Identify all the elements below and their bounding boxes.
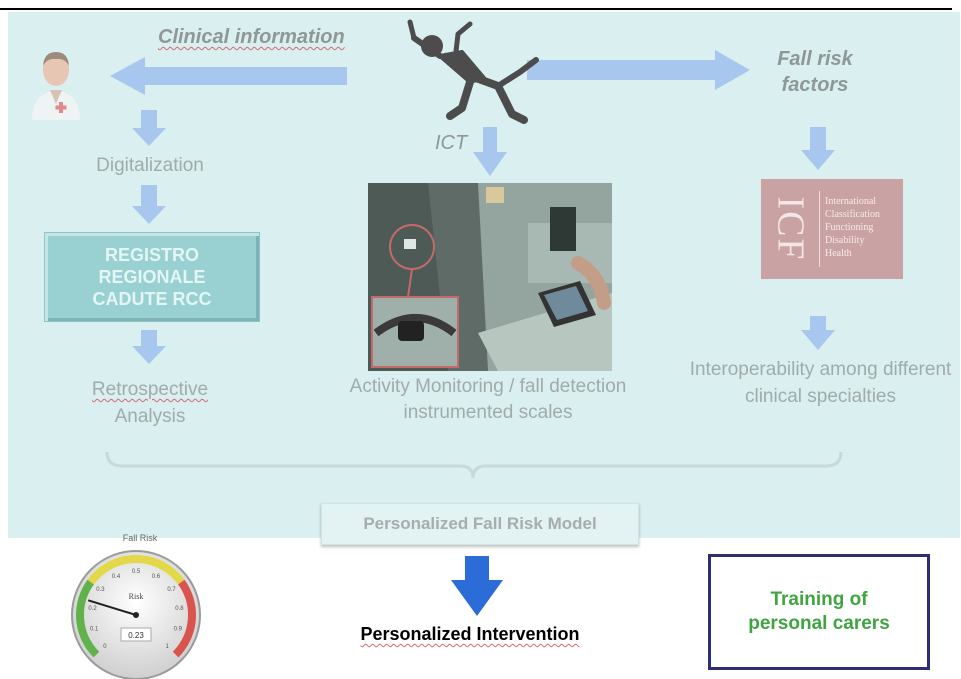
interoperability-label: Interoperability among different clinica… <box>680 356 961 410</box>
gauge-band <box>76 579 100 658</box>
fall-risk-factors-label: Fall risk factors <box>777 48 853 96</box>
arrow-down-intervention <box>451 556 503 616</box>
gauge-tick-label: 0.8 <box>175 606 184 612</box>
doctor-icon <box>32 52 80 120</box>
icf-logo: ICF International Classification Functio… <box>761 179 903 279</box>
gauge-needle <box>87 599 137 616</box>
retrospective-text: Retrospective <box>91 379 209 400</box>
gauge-value: 0.23 <box>128 631 144 640</box>
retrospective-analysis-label: Retrospective Analysis <box>60 376 240 430</box>
gauge-tick-label: 0.9 <box>174 627 183 633</box>
registro-box: REGISTRO REGIONALE CADUTE RCC <box>44 232 260 322</box>
falling-person-icon <box>407 19 539 124</box>
arrow-right-risk <box>527 50 750 90</box>
arrow-down-interop <box>801 316 835 350</box>
gauge-band <box>172 579 196 658</box>
gauge-tick-label: 0.3 <box>96 587 105 593</box>
arrow-down-ict <box>473 127 507 176</box>
top-rule <box>0 8 952 10</box>
gauge-tick-label: 0 <box>103 644 107 650</box>
interop-line-1: Interoperability among different <box>689 359 952 380</box>
arrow-down-retrospective <box>132 330 166 364</box>
analysis-text: Analysis <box>114 406 186 427</box>
personalized-intervention-label: Personalized Intervention <box>360 624 580 644</box>
arrow-down-digitalization <box>132 110 166 146</box>
gauge-tick-label: 0.6 <box>152 574 161 580</box>
interop-line-2: clinical specialties <box>744 386 896 407</box>
arrow-left-clinical <box>110 57 347 95</box>
gauge-tick-label: 0.2 <box>88 606 97 612</box>
clinical-information-label: Clinical information <box>158 26 345 48</box>
arrow-down-icf <box>801 127 835 170</box>
ict-label: ICT <box>435 132 468 154</box>
gauge-tick-label: 0.4 <box>112 574 121 580</box>
gauge-center-label: Risk <box>129 592 144 601</box>
icf-letters: ICF <box>770 196 813 262</box>
activity-monitoring-label: Activity Monitoring / fall detection ins… <box>320 374 656 426</box>
training-box: Training of personal carers <box>708 554 930 670</box>
activity-monitoring-photo <box>368 183 612 371</box>
bracket <box>105 451 843 479</box>
personalized-fall-risk-model-box: Personalized Fall Risk Model <box>321 503 639 545</box>
activity-line-2: instrumented scales <box>403 402 573 423</box>
gauge-band <box>87 555 185 585</box>
arrow-down-registro <box>132 185 166 224</box>
gauge-tick-label: 1 <box>165 644 169 650</box>
gauge-tick-label: 0.1 <box>90 627 99 633</box>
gauge-tick-label: 0.7 <box>167 587 176 593</box>
activity-line-1: Activity Monitoring / fall detection <box>349 376 627 397</box>
gauge-title: Fall Risk <box>122 533 158 543</box>
icf-text: International Classification Functioning… <box>825 196 880 259</box>
digitalization-label: Digitalization <box>96 155 204 176</box>
gauge-tick-label: 0.5 <box>132 569 141 575</box>
